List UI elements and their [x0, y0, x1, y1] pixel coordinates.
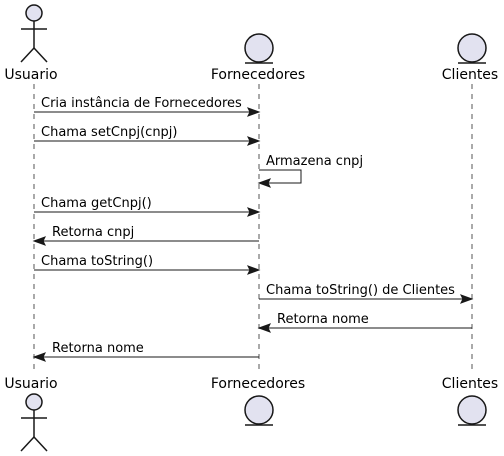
actor-icon	[20, 4, 48, 63]
message-label: Armazena cnpj	[266, 154, 363, 169]
actor-icon	[20, 393, 48, 452]
message-1: Cria instância de Fornecedores	[34, 96, 261, 117]
message-7: Chama toString() de Clientes	[259, 283, 474, 304]
message-label: Retorna cnpj	[52, 225, 134, 240]
participant-label-fornecedores: Fornecedores	[211, 67, 305, 83]
message-label: Chama toString() de Clientes	[266, 283, 455, 298]
message-label: Chama toString()	[41, 254, 153, 269]
participant-label-clientes: Clientes	[442, 67, 498, 83]
entity-icon	[457, 395, 487, 426]
message-8: Retorna nome	[257, 312, 472, 333]
message-2: Chama setCnpj(cnpj)	[34, 125, 261, 146]
message-9: Retorna nome	[32, 341, 259, 362]
message-3-self: Armazena cnpj	[257, 154, 363, 188]
message-label: Chama setCnpj(cnpj)	[41, 125, 178, 140]
message-label: Cria instância de Fornecedores	[41, 96, 242, 111]
participant-label-fornecedores-bottom: Fornecedores	[211, 376, 305, 392]
message-label: Retorna nome	[52, 341, 144, 356]
entity-icon	[244, 395, 274, 426]
entity-icon	[244, 33, 274, 64]
message-4: Chama getCnpj()	[34, 196, 261, 217]
participant-label-usuario: Usuario	[4, 67, 57, 83]
message-5: Retorna cnpj	[32, 225, 259, 246]
participant-label-clientes-bottom: Clientes	[442, 376, 498, 392]
message-label: Retorna nome	[277, 312, 369, 327]
message-6: Chama toString()	[34, 254, 261, 275]
message-label: Chama getCnpj()	[41, 196, 152, 211]
participant-label-usuario-bottom: Usuario	[4, 376, 57, 392]
entity-icon	[457, 33, 487, 64]
